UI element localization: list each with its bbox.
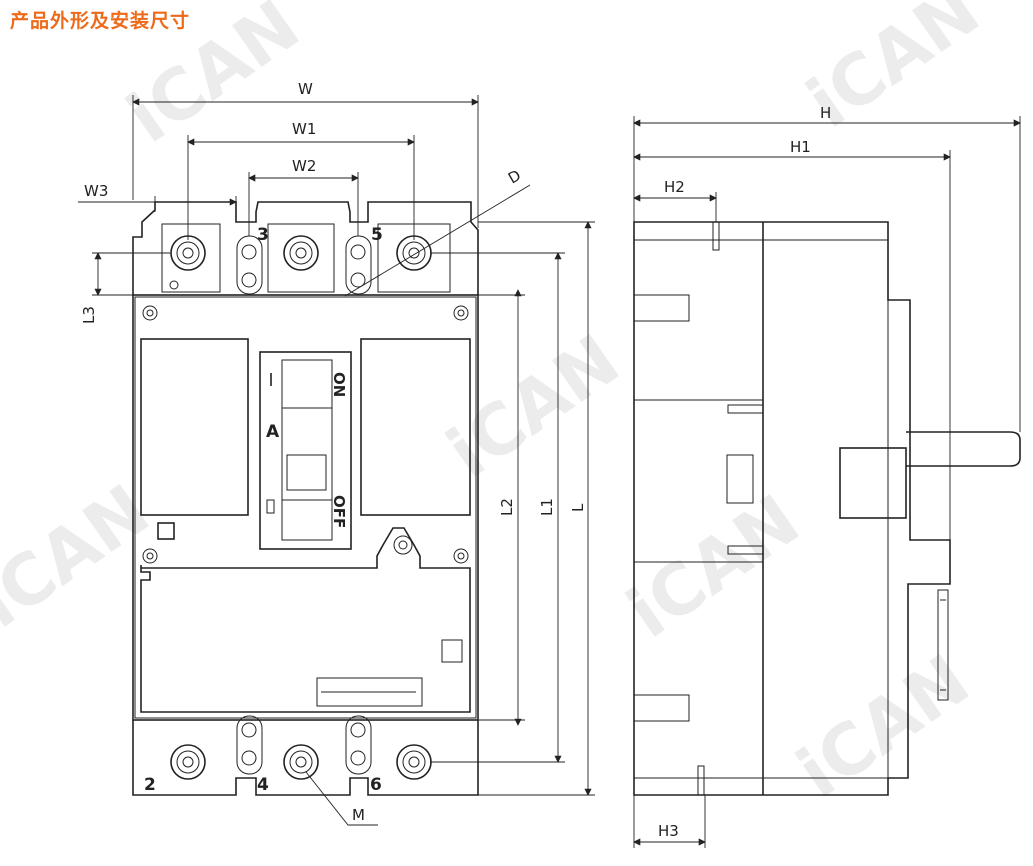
terminal-label-3: 3: [257, 225, 269, 245]
dim-d-label: D: [505, 166, 524, 187]
terminal-label-5: 5: [371, 225, 383, 245]
terminal-label-4: 4: [257, 775, 269, 795]
svg-text:iCAN: iCAN: [783, 639, 984, 814]
watermark: iCAN iCAN iCAN iCAN iCAN iCAN: [0, 0, 994, 814]
dim-w-label: W: [298, 80, 313, 98]
svg-text:iCAN: iCAN: [613, 479, 814, 654]
svg-text:iCAN: iCAN: [433, 319, 634, 494]
dim-l1-label: L1: [538, 498, 556, 516]
dim-h3-label: H3: [658, 822, 679, 840]
terminal-label-6: 6: [370, 775, 382, 795]
svg-text:iCAN: iCAN: [0, 469, 164, 644]
handle-a-label: A: [266, 422, 280, 442]
handle-off-label: OFF: [330, 495, 348, 528]
dim-h1-label: H1: [790, 138, 811, 156]
dim-l2-label: L2: [498, 498, 516, 516]
dim-l3-label: L3: [80, 306, 98, 324]
dim-w2-label: W2: [292, 157, 316, 175]
svg-text:iCAN: iCAN: [113, 0, 314, 159]
page-title: 产品外形及安装尺寸: [10, 10, 191, 32]
dim-h-label: H: [820, 104, 831, 122]
svg-text:iCAN: iCAN: [793, 0, 994, 144]
dim-l-label: L: [569, 503, 587, 512]
dim-w3-label: W3: [84, 182, 108, 200]
dim-h2-label: H2: [664, 178, 685, 196]
side-view: H H1 H2 H3: [633, 104, 1021, 848]
dim-m-label: M: [352, 806, 365, 824]
top-terminal-2: [267, 223, 335, 293]
handle-on-label: ON: [330, 372, 348, 397]
dim-w1-label: W1: [292, 120, 316, 138]
top-terminal-1: [161, 223, 221, 293]
front-view: 3 5 A ON OFF 2: [78, 80, 595, 826]
terminal-label-2: 2: [144, 775, 156, 795]
